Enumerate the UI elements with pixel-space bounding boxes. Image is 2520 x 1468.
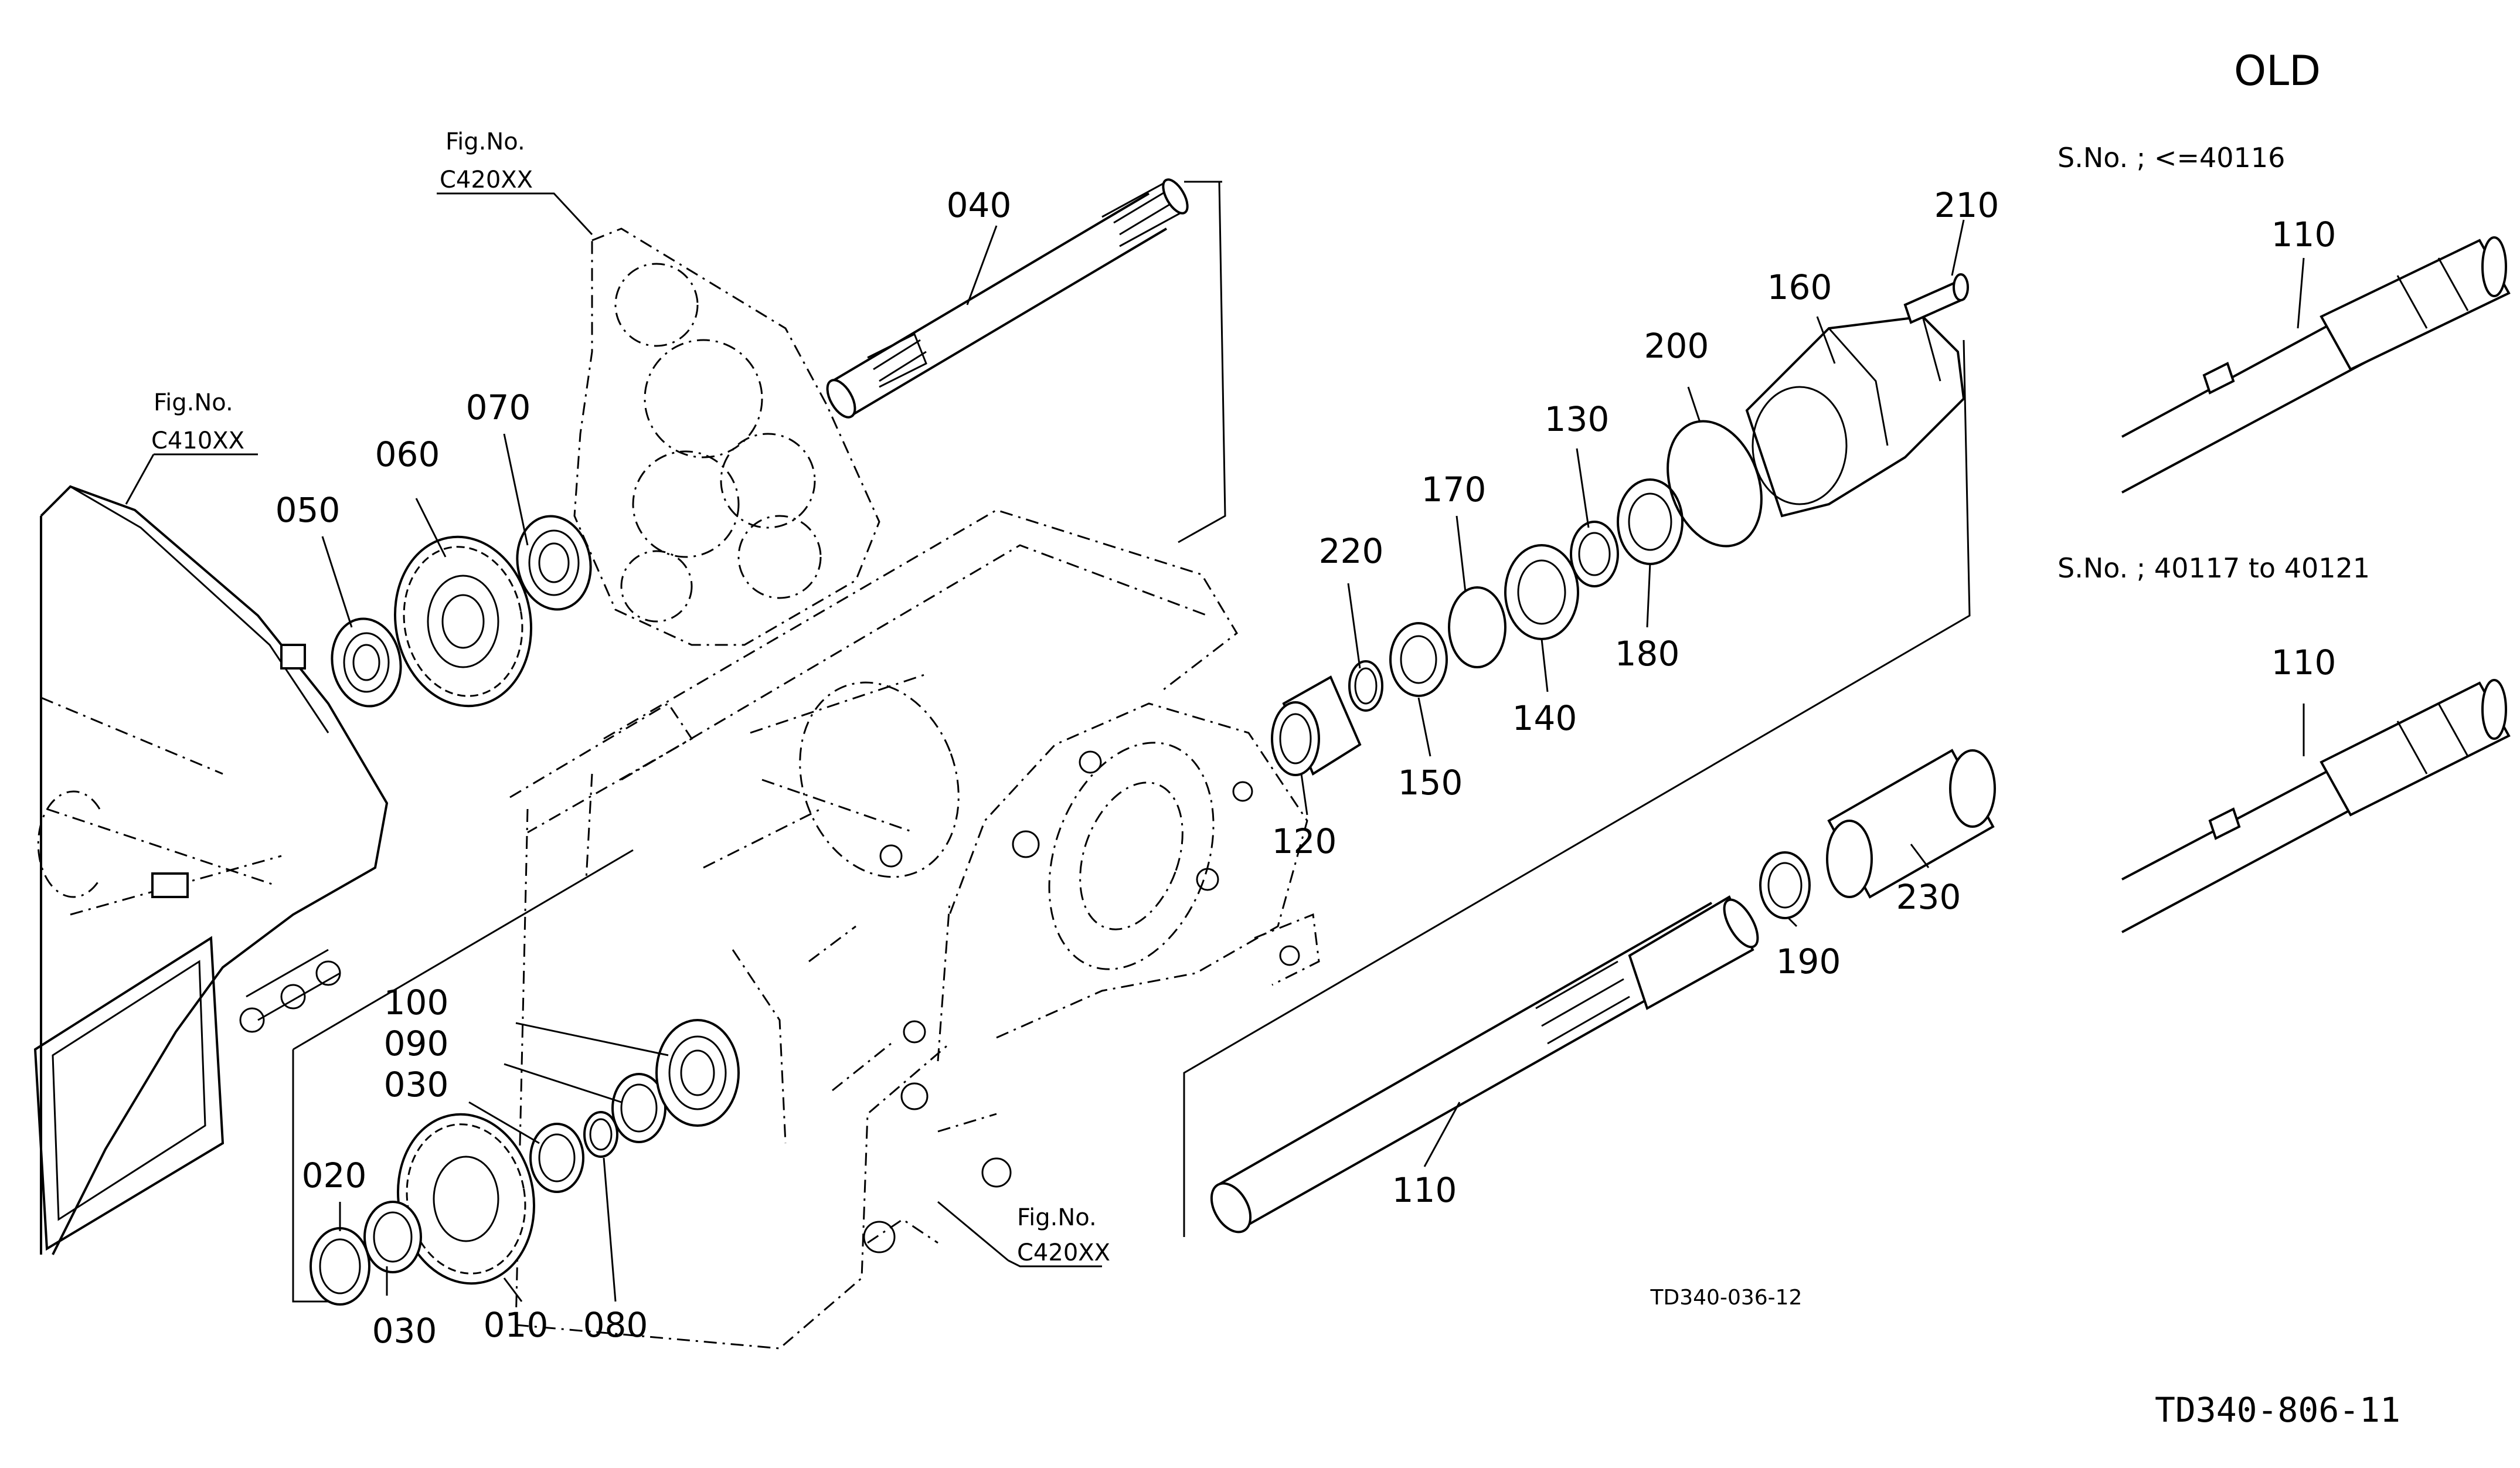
- serial-variant-2-part: 110: [2271, 643, 2337, 682]
- callout-200: 200: [1644, 326, 1709, 366]
- callout-110: 110: [1392, 1170, 1457, 1210]
- bearing-140-drawing: [1504, 544, 1579, 640]
- variant-shaft-old-2-drawing: [2121, 679, 2511, 933]
- callout-080: 080: [583, 1305, 648, 1345]
- washer-090-drawing: [611, 1073, 666, 1143]
- callout-060: 060: [375, 434, 440, 474]
- bearing-050-drawing: [331, 617, 402, 708]
- collar-130-drawing: [1570, 521, 1619, 587]
- figure-ref-bottom-code: C420XX: [1017, 1239, 1110, 1266]
- figure-ref-bottom-fig: Fig.No.: [1017, 1204, 1097, 1231]
- callout-040: 040: [947, 185, 1012, 225]
- callout-210: 210: [1934, 185, 1999, 225]
- callout-170: 170: [1421, 470, 1487, 509]
- callout-030-upper: 030: [384, 1065, 449, 1105]
- callout-230: 230: [1896, 877, 1961, 917]
- drawing-code: TD340-806-11: [2155, 1390, 2400, 1430]
- figure-ref-left-code: C410XX: [151, 427, 244, 454]
- callout-220: 220: [1319, 531, 1384, 571]
- bolt-210-drawing: [1903, 273, 1969, 324]
- callout-100: 100: [384, 983, 449, 1022]
- callout-030-lower: 030: [372, 1311, 437, 1351]
- callout-070: 070: [466, 388, 531, 427]
- shaft-040-drawing: [826, 178, 1189, 419]
- serial-variant-2: S.No. ; 40117 to 40121: [2058, 552, 2370, 584]
- variant-shaft-old-1-drawing: [2121, 236, 2511, 494]
- callout-050: 050: [276, 490, 341, 530]
- serial-variant-1: S.No. ; <=40116: [2058, 142, 2285, 174]
- bearing-030-upper-drawing: [529, 1123, 584, 1193]
- bearing-150-drawing: [1389, 622, 1448, 697]
- bearing-030-lower-drawing: [363, 1201, 422, 1273]
- transmission-case-drawing: [509, 509, 1320, 1350]
- cover-160-drawing: [1745, 315, 1965, 518]
- callout-180: 180: [1615, 634, 1680, 674]
- status-label: OLD: [2234, 47, 2321, 95]
- figure-ref-top-code: C420XX: [440, 166, 533, 193]
- figure-ref-left-fig: Fig.No.: [154, 389, 233, 416]
- callout-020: 020: [302, 1156, 367, 1195]
- callout-140: 140: [1512, 698, 1577, 738]
- shaft-110-drawing: [1210, 895, 1759, 1233]
- serial-variant-1-part: 110: [2271, 215, 2337, 254]
- ring-220-drawing: [1348, 660, 1383, 712]
- callout-160: 160: [1767, 267, 1832, 307]
- bearing-070-drawing: [516, 515, 592, 611]
- figure-ref-top-fig: Fig.No.: [445, 128, 525, 155]
- gear-060-drawing: [393, 535, 533, 708]
- callout-010: 010: [484, 1305, 549, 1345]
- sub-drawing-code: TD340-036-12: [1650, 1286, 1803, 1310]
- seal-190-drawing: [1759, 851, 1811, 919]
- bracket-lines: [292, 181, 1971, 1303]
- callout-090: 090: [384, 1024, 449, 1063]
- top-housing-drawing: [573, 227, 880, 646]
- snap-ring-170-drawing: [1448, 586, 1506, 668]
- washer-020-drawing: [310, 1227, 370, 1306]
- leader-lines: [125, 192, 2305, 1302]
- callout-150: 150: [1398, 763, 1463, 803]
- ring-080-drawing: [583, 1111, 618, 1158]
- callout-190: 190: [1776, 942, 1841, 981]
- left-housing-drawing: [33, 485, 389, 1255]
- sleeve-120-drawing: [1271, 675, 1362, 776]
- bearing-100-drawing: [655, 1019, 740, 1127]
- tube-230-drawing: [1826, 749, 1996, 899]
- callout-120: 120: [1272, 821, 1337, 861]
- callout-130: 130: [1545, 399, 1610, 439]
- text-layer: OLD Fig.No. C420XX Fig.No. C410XX Fig.No…: [151, 47, 2400, 1430]
- seal-180-drawing: [1617, 478, 1684, 565]
